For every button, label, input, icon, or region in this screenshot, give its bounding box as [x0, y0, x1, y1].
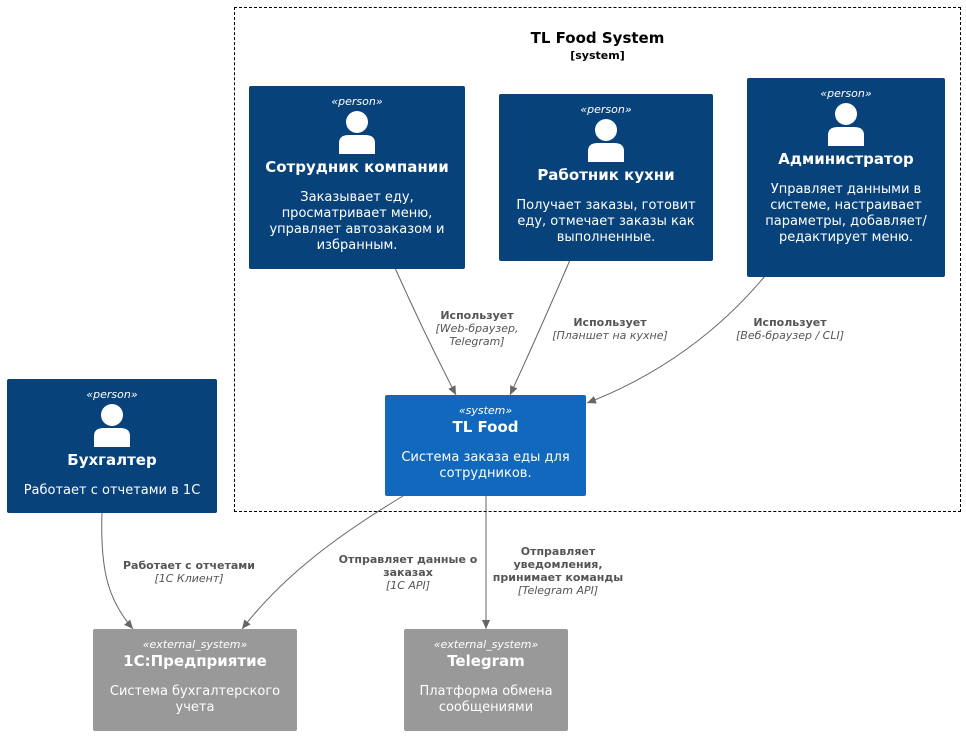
edge-title: Использует: [573, 316, 647, 329]
node-stereotype: «system»: [458, 404, 513, 417]
node-description: Управляет данными в системе, настраивает…: [765, 182, 927, 245]
edge-title: Отправляет уведомления, принимает команд…: [492, 545, 624, 584]
edge-technology: [1С API]: [385, 579, 431, 592]
edge-title: Использует: [440, 309, 514, 322]
edge-kitchen-tlfood: [509, 259, 571, 396]
edge-title: Использует: [753, 316, 827, 329]
edge-employee-tlfood: [394, 267, 457, 396]
edge-technology: [Веб-браузер / CLI]: [735, 329, 845, 342]
edge-label-accountant-onec: Работает с отчетами [1С Клиент]: [106, 559, 272, 585]
node-description: Получает заказы, готовит еду, отмечает з…: [516, 198, 696, 245]
node-name: Сотрудник компании: [265, 158, 449, 176]
person-icon: [339, 111, 375, 154]
edge-accountant-onec: [101, 511, 134, 630]
node-stereotype: «external_system»: [433, 638, 539, 651]
node-tl-food-system[interactable]: «system» TL Food Система заказа еды для …: [385, 395, 586, 496]
edge-label-kitchen-tlfood: Использует [Планшет на кухне]: [540, 316, 680, 342]
node-description: Платформа обмена сообщениями: [419, 684, 553, 715]
node-description: Система бухгалтерского учета: [109, 684, 281, 715]
edge-technology: [Telegram API]: [517, 584, 599, 597]
edge-label-tlfood-onec: Отправляет данные о заказах [1С API]: [330, 553, 486, 592]
person-icon: [94, 404, 130, 447]
edge-label-admin-tlfood: Использует [Веб-браузер / CLI]: [720, 316, 860, 342]
node-name: Администратор: [778, 150, 914, 168]
node-name: Бухгалтер: [67, 451, 157, 469]
node-stereotype: «person»: [331, 95, 383, 108]
system-boundary: TL Food System [system]: [234, 7, 961, 512]
edge-technology: [1С Клиент]: [154, 572, 224, 585]
node-1c-enterprise[interactable]: «external_system» 1С:Предприятие Система…: [93, 629, 297, 731]
edge-label-employee-tlfood: Использует [Web-браузер, Telegram]: [420, 309, 534, 348]
node-description: Система заказа еды для сотрудников.: [401, 450, 570, 481]
node-description: Заказывает еду, просматривает меню, упра…: [269, 190, 445, 253]
edge-admin-tlfood: [586, 275, 766, 404]
node-stereotype: «external_system»: [142, 638, 248, 651]
edge-title: Отправляет данные о заказах: [338, 553, 478, 579]
node-employee[interactable]: «person» Сотрудник компании Заказывает е…: [249, 86, 465, 269]
node-stereotype: «person»: [820, 87, 872, 100]
node-name: Telegram: [447, 652, 525, 670]
node-administrator[interactable]: «person» Администратор Управляет данными…: [747, 78, 945, 277]
edge-title: Работает с отчетами: [123, 559, 255, 572]
node-name: Работник кухни: [537, 166, 675, 184]
node-description: Работает с отчетами в 1С: [23, 483, 201, 498]
node-stereotype: «person»: [86, 388, 138, 401]
node-accountant[interactable]: «person» Бухгалтер Работает с отчетами в…: [7, 379, 217, 513]
edge-technology: [Планшет на кухне]: [552, 329, 668, 342]
boundary-type: [system]: [570, 49, 625, 62]
node-telegram[interactable]: «external_system» Telegram Платформа обм…: [404, 629, 568, 731]
boundary-title: TL Food System: [530, 29, 665, 47]
node-kitchen-worker[interactable]: «person» Работник кухни Получает заказы,…: [499, 94, 713, 261]
node-stereotype: «person»: [580, 103, 632, 116]
edge-technology: [Web-браузер, Telegram]: [435, 322, 519, 348]
node-name: 1С:Предприятие: [123, 652, 267, 670]
node-name: TL Food: [452, 418, 519, 436]
person-icon: [828, 103, 864, 146]
edge-label-tlfood-telegram: Отправляет уведомления, принимает команд…: [480, 545, 636, 597]
person-icon: [588, 119, 624, 162]
